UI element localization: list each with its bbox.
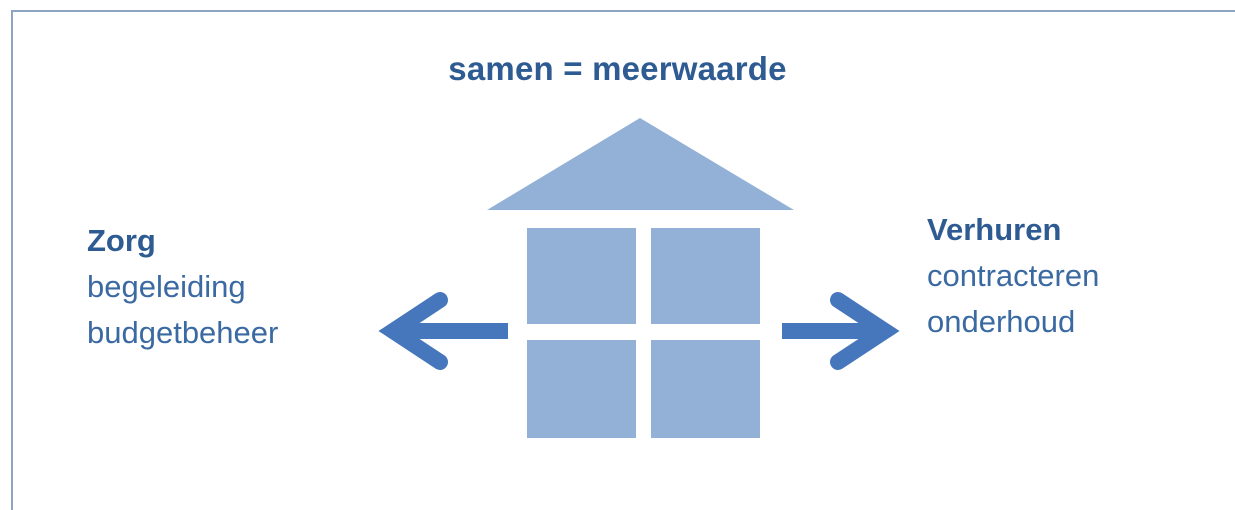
house-pane-bottom-left	[527, 340, 636, 438]
right-arrow-icon	[782, 292, 900, 370]
zorg-line-budgetbeheer: budgetbeheer	[87, 315, 279, 350]
house-pane-bottom-right	[651, 340, 760, 438]
zorg-line-begeleiding: begeleiding	[87, 269, 246, 304]
verhuren-block: Verhuren contracteren onderhoud	[927, 207, 1099, 345]
house-diagram	[378, 118, 900, 438]
zorg-heading: Zorg	[87, 223, 156, 258]
house-pane-top-right	[651, 228, 760, 324]
house-roof	[487, 118, 794, 210]
zorg-block: Zorg begeleiding budgetbeheer	[87, 218, 278, 356]
verhuren-line-onderhoud: onderhoud	[927, 304, 1076, 339]
diagram-title: samen = meerwaarde	[448, 50, 787, 87]
diagram-frame	[11, 10, 1235, 510]
left-arrow-icon	[378, 292, 508, 370]
verhuren-heading: Verhuren	[927, 212, 1062, 247]
verhuren-line-contracteren: contracteren	[927, 258, 1100, 293]
house-pane-top-left	[527, 228, 636, 324]
